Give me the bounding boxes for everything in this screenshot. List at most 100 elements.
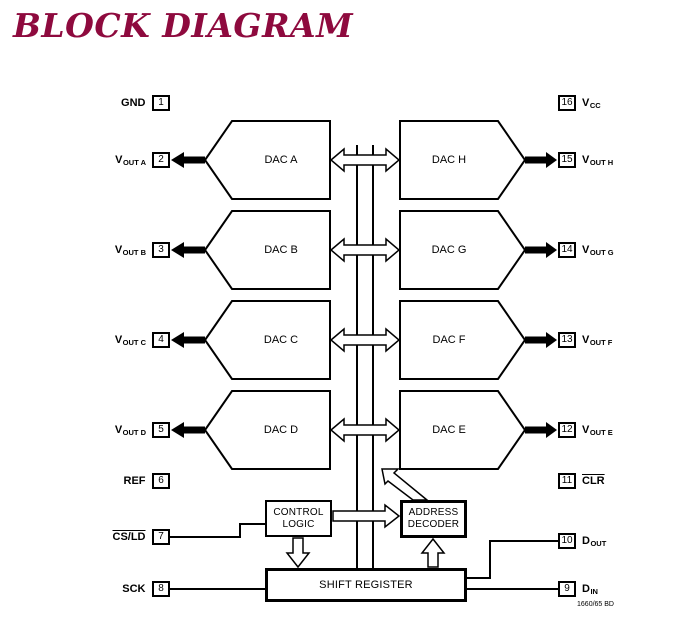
dac-b-label: DAC B (264, 244, 298, 256)
dac-f-label: DAC F (432, 334, 466, 346)
pin-label-text: V (114, 334, 123, 346)
vout-d-arrow (171, 422, 205, 438)
dac-shapes (203, 120, 527, 470)
vout-e-arrow (525, 422, 557, 438)
dac-f-shape (399, 300, 527, 380)
control-logic-label-line2: LOGIC (282, 518, 315, 530)
pin-number: 7 (158, 531, 164, 542)
dac-d-label: DAC D (263, 424, 299, 436)
dac-a-label: DAC A (264, 154, 298, 166)
pin-label-sub: OUT H (589, 158, 614, 167)
pin-label-sub: CC (589, 101, 601, 110)
address-decoder-block: ADDRESS DECODER (400, 500, 467, 538)
control-to-shiftreg-arrow (285, 537, 311, 569)
pin-number: 12 (561, 424, 573, 435)
pin-label-text: V (582, 334, 590, 346)
dout-from-shiftreg-line (466, 540, 558, 579)
dac-e-label: DAC E (432, 424, 466, 436)
pin-box-8: 8 (152, 581, 170, 597)
pin-label-clr: CLR (582, 473, 674, 489)
dac-h-label: DAC H (431, 154, 467, 166)
pin-box-5: 5 (152, 422, 170, 438)
vout-g-arrow (525, 242, 557, 258)
pin-number: 2 (158, 154, 164, 165)
shift-register-block: SHIFT REGISTER (265, 568, 467, 602)
bus-arrow-row1 (329, 147, 401, 173)
pin-label-vout-g: VOUT G (582, 242, 674, 258)
pin-label-text: REF (123, 475, 146, 487)
vout-a-arrow (171, 152, 205, 168)
bus-dac-arrows (329, 147, 401, 443)
pin-number: 14 (561, 244, 573, 255)
pin-label-text: V (582, 424, 590, 436)
pin-label-text: V (114, 424, 123, 436)
pin-label-text: V (582, 97, 590, 109)
pin-label-text: CLR (582, 475, 605, 487)
pin-number: 8 (158, 583, 164, 594)
logic-arrows (285, 468, 446, 569)
pin-label-text: V (582, 244, 590, 256)
pin-label-text: D (582, 535, 590, 547)
pin-label-text: V (114, 244, 123, 256)
pin-label-sck: SCK (28, 581, 146, 597)
pin-number: 4 (158, 334, 164, 345)
pin-label-vout-e: VOUT E (582, 422, 674, 438)
pin-label-text: V (115, 154, 123, 166)
pin-label-sub: OUT D (122, 428, 146, 437)
shiftreg-to-decoder-arrow (420, 537, 446, 568)
pin-label-sub: OUT F (589, 338, 613, 347)
pin-box-15: 15 (558, 152, 576, 168)
pin-number: 3 (158, 244, 164, 255)
pin-number: 5 (158, 424, 164, 435)
connection-lines (170, 523, 558, 590)
dac-g-shape (399, 210, 527, 290)
pin-box-9: 9 (558, 581, 576, 597)
pin-label-dout: DOUT (582, 533, 674, 549)
pin-label-text: SCK (122, 583, 146, 595)
pin-box-10: 10 (558, 533, 576, 549)
pin-number: 15 (561, 154, 573, 165)
pin-label-sub: OUT C (122, 338, 146, 347)
pin-number: 13 (561, 334, 573, 345)
dac-h-shape (399, 120, 527, 200)
control-to-decoder-arrow (332, 503, 401, 529)
dac-g-label: DAC G (431, 244, 467, 256)
address-decoder-label-line1: ADDRESS (408, 507, 459, 518)
pin-box-11: 11 (558, 473, 576, 489)
csld-to-control-line (170, 523, 265, 538)
pin-box-16: 16 (558, 95, 576, 111)
control-logic-label-line1: CONTROL (273, 506, 324, 518)
data-bus (356, 145, 374, 568)
pin-number: 9 (564, 583, 570, 594)
pin-box-3: 3 (152, 242, 170, 258)
vout-f-arrow (525, 332, 557, 348)
pin-box-14: 14 (558, 242, 576, 258)
pin-label-sub: OUT E (589, 428, 613, 437)
pin-box-4: 4 (152, 332, 170, 348)
dac-c-label: DAC C (263, 334, 299, 346)
pin-label-sub: OUT G (589, 248, 614, 257)
pin-label-sub: OUT A (122, 158, 146, 167)
pin-label-text: D (582, 583, 590, 595)
pin-box-12: 12 (558, 422, 576, 438)
dac-e-shape (399, 390, 527, 470)
pin-label-sub: OUT (590, 539, 607, 548)
address-decoder-label-line2: DECODER (407, 519, 460, 530)
pin-label-sub: IN (590, 587, 598, 596)
pin-box-2: 2 (152, 152, 170, 168)
page-title: BLOCK DIAGRAM (13, 6, 354, 45)
pin-number: 16 (561, 97, 573, 108)
output-arrows (171, 152, 557, 438)
pin-box-6: 6 (152, 473, 170, 489)
bus-arrow-row4 (329, 417, 401, 443)
shift-register-label: SHIFT REGISTER (319, 579, 413, 591)
pin-label-vout-b: VOUT B (28, 242, 146, 258)
figure-footnote: 1660/65 BD (577, 601, 614, 608)
pin-number: 6 (158, 475, 164, 486)
pin-label-vcc: VCC (582, 95, 674, 111)
bus-arrow-row2 (329, 237, 401, 263)
vout-c-arrow (171, 332, 205, 348)
pin-label-csld: CS/LD (28, 529, 146, 545)
